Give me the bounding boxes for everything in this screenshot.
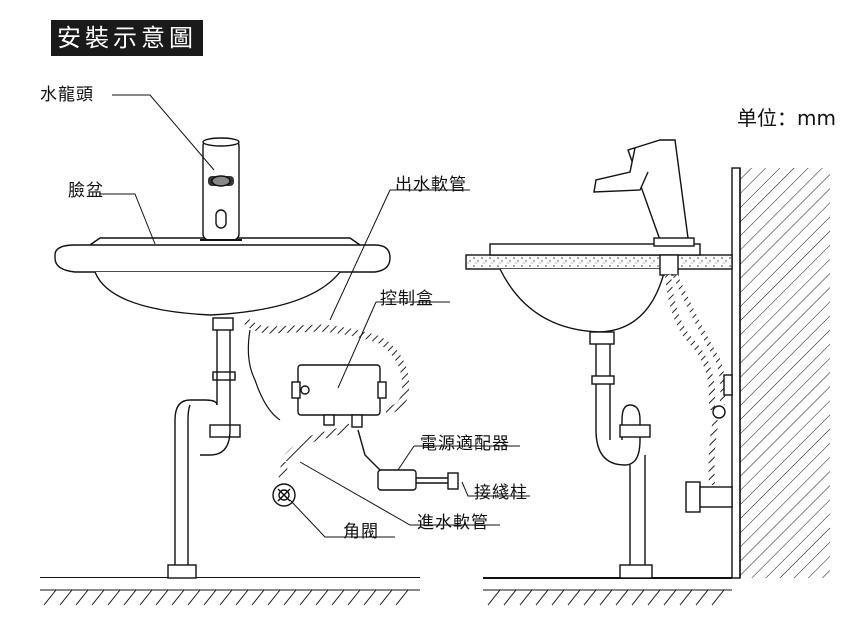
label-inlet-hose: 進水軟管 bbox=[417, 513, 489, 533]
unit-label: 单位：mm bbox=[737, 106, 836, 130]
label-power-adapter: 電源適配器 bbox=[420, 434, 510, 454]
side-view bbox=[465, 139, 830, 606]
label-terminal: 接綫柱 bbox=[474, 483, 528, 503]
label-basin: 臉盆 bbox=[68, 181, 104, 201]
label-faucet: 水龍頭 bbox=[40, 85, 94, 105]
front-view bbox=[40, 94, 530, 606]
diagram-title: 安裝示意圖 bbox=[51, 20, 203, 56]
label-control-box: 控制盒 bbox=[380, 289, 434, 309]
